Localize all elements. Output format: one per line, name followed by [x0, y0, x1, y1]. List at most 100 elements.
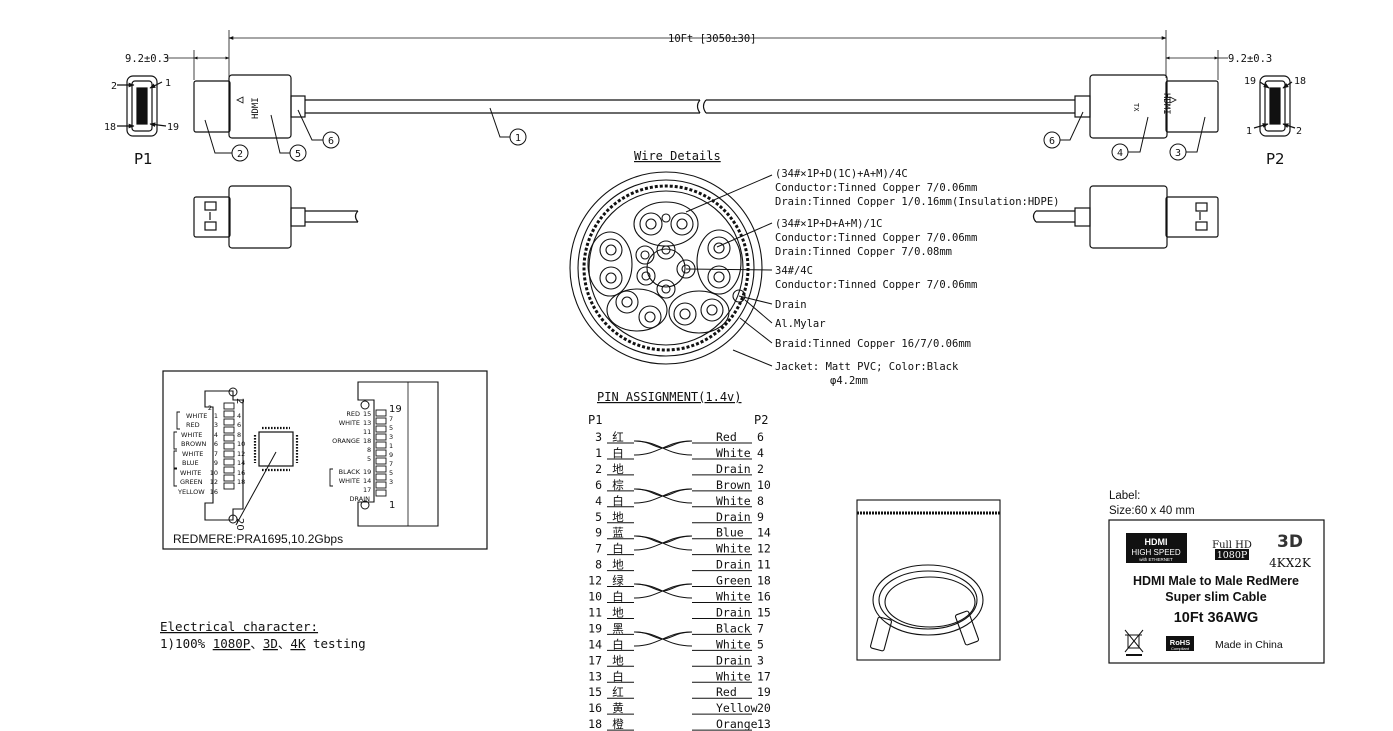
pin-row-cn-label: 白	[612, 669, 624, 683]
callout-2: 2	[237, 149, 243, 160]
full-hd-bottom: 1080P	[1217, 550, 1248, 561]
chip-right-pin-8: 8	[367, 446, 371, 454]
label-heading: Label:	[1109, 490, 1140, 502]
chip-brackets	[173, 411, 333, 487]
twisted-pair-symbols	[633, 440, 693, 647]
pin-row-color-label: Orange	[716, 717, 758, 731]
wire-note-2-line-1: (34#×1P+D+A+M)/1C	[775, 218, 882, 230]
label-product-line3: 10Ft 36AWG	[1174, 610, 1259, 626]
pin-row-color-label: White	[716, 590, 751, 604]
chip-right-white2-name: WHITE	[339, 477, 360, 485]
pin-row-p1-number: 15	[588, 685, 602, 699]
chip-right-black-pin: 19	[363, 468, 371, 476]
pin-row-p1-number: 19	[588, 621, 602, 635]
pin-row-cn-label: 地	[612, 653, 624, 667]
pin-row-p1-number: 8	[595, 558, 602, 572]
wire-note-braid: Braid:Tinned Copper 16/7/0.06mm	[775, 338, 971, 350]
chip-right-num-7: 5	[389, 469, 393, 477]
chip-right-pin-numbers: 7 5 3 1 9 7 5 3	[389, 415, 393, 486]
electrical-separator-1: 、	[250, 636, 263, 651]
pin-row-p1-number: 17	[588, 653, 602, 667]
p1-end-face	[117, 75, 167, 137]
chip-right-white2-pin: 14	[363, 477, 371, 485]
chip-right-num-4: 1	[389, 442, 393, 450]
chip-left-red-3-name: RED	[186, 421, 200, 429]
chip-right-white-name: WHITE	[339, 419, 360, 427]
pin-row-color-label: Red	[716, 685, 737, 699]
pin-row-cn-label: 蓝	[612, 526, 624, 540]
chip-right-num-2: 5	[389, 424, 393, 432]
chip-right-pin-5: 5	[367, 455, 371, 463]
pin-row-p2-number: 19	[757, 685, 771, 699]
pin-row-color-label: Green	[716, 574, 751, 588]
wire-details-title: Wire Details	[634, 149, 721, 163]
pin-row-color-label: Drain	[716, 653, 751, 667]
label-box	[1108, 519, 1325, 664]
pin-row-color-label: White	[716, 542, 751, 556]
pin-assignment-p1-label: P1	[588, 413, 602, 427]
left-plug-dimension: 9.2±0.3	[125, 53, 169, 65]
callout-4: 4	[1117, 148, 1123, 159]
callout-circles	[231, 128, 1187, 162]
pin-row-cn-label: 红	[612, 430, 624, 444]
chip-left-bottom: 20	[234, 518, 245, 531]
pin-row-color-label: Drain	[716, 605, 751, 619]
chip-right-orange-name: ORANGE	[332, 437, 360, 445]
wire-note-3-line-1: 34#/4C	[775, 265, 813, 277]
pin-row-cn-label: 橙	[612, 717, 624, 731]
pin-row-cn-label: 白	[612, 494, 624, 508]
pin-row-p2-number: 4	[757, 446, 764, 460]
length-dimension: 10Ft [3050±30]	[668, 33, 757, 45]
chip-left-yellow-16-pin: 16	[210, 488, 218, 496]
threed-logo: 3D	[1277, 532, 1303, 552]
pin-row-color-label: Drain	[716, 558, 751, 572]
chip-left-num-8: 8	[237, 431, 241, 439]
chip-left-white-1-pin: 1	[214, 412, 218, 420]
callout-lines	[204, 107, 1206, 154]
p2-corner-1: 1	[1246, 126, 1252, 137]
chip-left-green-12-pin: 12	[210, 478, 218, 486]
pin-row-p2-number: 3	[757, 653, 764, 667]
pin-row-color-label: Blue	[716, 526, 744, 540]
pin-row-cn-label: 绿	[612, 574, 624, 588]
chip-left-brown-6-pin: 6	[214, 440, 218, 448]
pin-row-p2-number: 12	[757, 542, 771, 556]
chip-caption: REDMERE:PRA1695,10.2Gbps	[173, 532, 343, 546]
redmere-box	[162, 370, 488, 550]
chip-right-orange-pin: 18	[363, 437, 371, 445]
wire-note-3-line-2: Conductor:Tinned Copper 7/0.06mm	[775, 279, 977, 291]
chip-left-yellow-16-name: YELLOW	[177, 488, 205, 496]
pin-row-p1-number: 2	[595, 462, 602, 476]
chip-left-white-10-name: WHITE	[180, 469, 201, 477]
pin-row-cn-label: 黑	[612, 621, 624, 635]
chip-right-pin-17: 17	[363, 486, 371, 494]
chip-left-white-10-pin: 10	[210, 469, 218, 477]
pin-row-p1-number: 7	[595, 542, 602, 556]
full-hd-logo: Full HD 1080P	[1212, 540, 1252, 561]
electrical-title: Electrical character:	[160, 619, 318, 634]
p2-corner-18: 18	[1294, 76, 1306, 87]
electrical-line: 1)100% 1080P、3D、4K testing	[160, 636, 366, 651]
chip-left-white-7-pin: 7	[214, 450, 218, 458]
pin-row-p1-number: 9	[595, 526, 602, 540]
left-side-view-plug	[193, 185, 359, 249]
wire-note-2-line-3: Drain:Tinned Copper 7/0.08mm	[775, 246, 952, 258]
chip-left-white-7-name: WHITE	[182, 450, 203, 458]
chip-left-brown-6-name: BROWN	[181, 440, 207, 448]
p1-corner-18: 18	[104, 122, 116, 133]
label-product-line1: HDMI Male to Male RedMere	[1133, 574, 1299, 588]
label-size: Size:60 x 40 mm	[1109, 505, 1195, 517]
chip-left-num-10: 10	[237, 440, 245, 448]
chip-left-num-6: 6	[237, 421, 241, 429]
right-side-view-plug	[1032, 185, 1219, 249]
wire-note-drain: Drain	[775, 299, 807, 311]
wire-details-notes: (34#×1P+D(1C)+A+M)/4C Conductor:Tinned C…	[775, 168, 1059, 387]
p2-corner-19: 19	[1244, 76, 1256, 87]
pin-row-p1-number: 12	[588, 574, 602, 588]
right-plug-dimension: 9.2±0.3	[1228, 53, 1272, 65]
fourk-logo: 4KX2K	[1269, 556, 1312, 570]
chip-right-red-pin: 15	[363, 410, 371, 418]
